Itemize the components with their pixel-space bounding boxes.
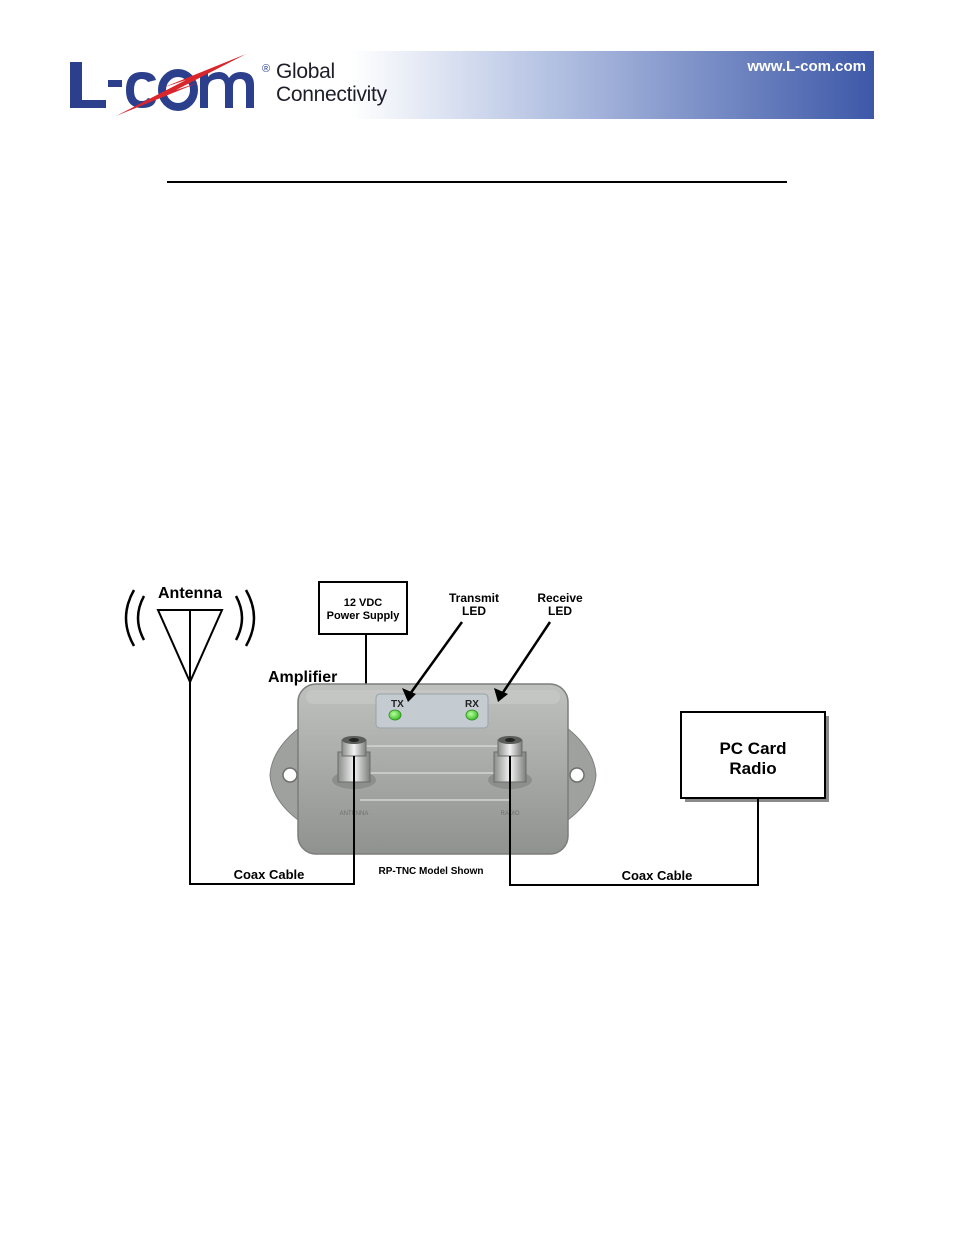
pc-card-line1: PC Card — [719, 739, 786, 758]
coax-cable-left — [189, 682, 355, 885]
website-link[interactable]: www.L-com.com — [747, 58, 866, 75]
title-underline — [167, 181, 787, 183]
tx-led — [388, 709, 402, 721]
antenna: Antenna — [124, 585, 256, 685]
signal-arc-right-inner — [234, 595, 244, 641]
tx-label: TX — [391, 699, 404, 710]
rx-label: RX — [465, 699, 479, 710]
antenna-label: Antenna — [158, 585, 222, 602]
amplifier-housing — [297, 683, 569, 855]
amplifier-unit: TX RX ANTENNA RADIO — [269, 683, 597, 855]
coax-cable-right — [509, 756, 759, 886]
model-caption: RP-TNC Model Shown — [379, 866, 484, 877]
coax-left-label: Coax Cable — [234, 867, 305, 882]
amplifier-label: Amplifier — [268, 669, 337, 686]
led-window — [375, 693, 489, 729]
lcom-logo: ® — [70, 54, 270, 116]
registered-mark: ® — [262, 63, 270, 75]
power-supply: 12 VDC Power Supply — [318, 581, 408, 688]
transmit-led-line2: LED — [462, 604, 486, 618]
logo-tagline: Global Connectivity — [276, 60, 387, 106]
pc-card-line2: Radio — [729, 759, 776, 778]
receive-led-line2: LED — [548, 604, 572, 618]
signal-arc-left-outer — [124, 589, 136, 647]
tagline-line1: Global — [276, 60, 335, 83]
power-supply-line1: 12 VDC — [344, 597, 383, 609]
pc-card-radio: PC Card Radio — [680, 711, 829, 802]
housing-etch-lines — [360, 745, 510, 801]
rx-led — [465, 709, 479, 721]
power-supply-line2: Power Supply — [327, 610, 401, 622]
connection-diagram: Antenna 12 VDC Power Supply Transmit LED… — [124, 581, 829, 886]
receive-led-arrow — [494, 621, 552, 702]
signal-arc-left-inner — [136, 595, 146, 641]
signal-arc-right-outer — [244, 589, 256, 647]
receive-led-line1: Receive — [537, 591, 583, 605]
mount-hole-right — [569, 767, 585, 783]
tagline-line2: Connectivity — [276, 83, 387, 106]
coax-right-label: Coax Cable — [622, 868, 693, 883]
transmit-led-line1: Transmit — [449, 591, 499, 605]
transmit-led-arrow — [402, 621, 464, 702]
mount-hole-left — [282, 767, 298, 783]
